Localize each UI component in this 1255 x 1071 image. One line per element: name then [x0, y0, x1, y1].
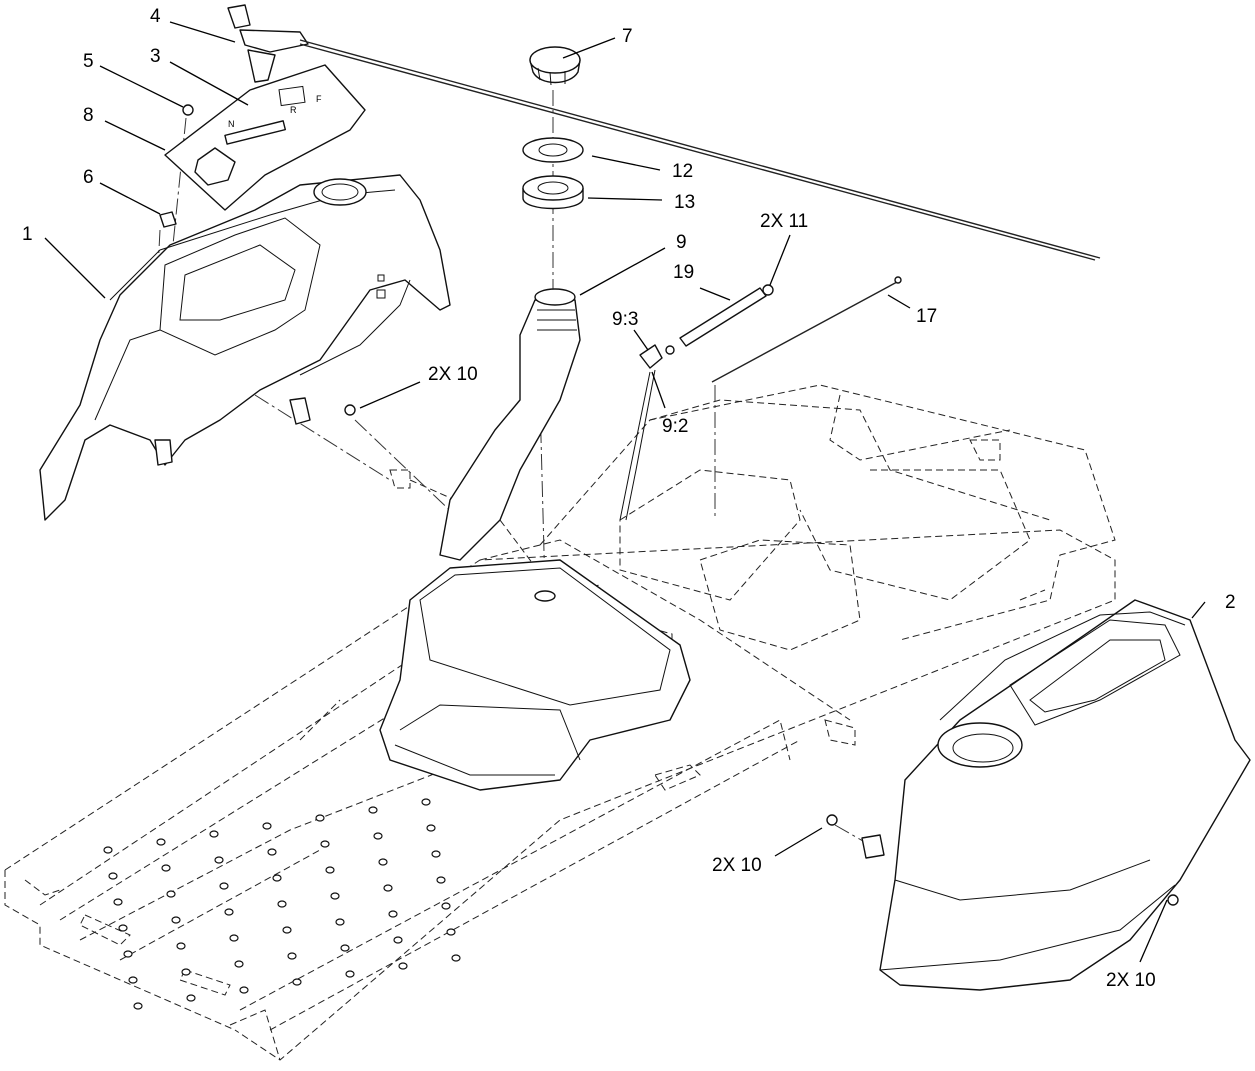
- callout-2x-10-rear: 2X 10: [1106, 970, 1156, 991]
- callout-4: 4: [150, 6, 161, 27]
- floor-hole: [156, 838, 166, 846]
- floor-hole: [103, 846, 113, 854]
- callout-2: 2: [1225, 592, 1236, 613]
- floor-hole: [368, 806, 378, 814]
- screw-part-10-upper: [344, 404, 356, 416]
- floor-hole: [451, 954, 461, 962]
- panel-marking-f: F: [316, 94, 322, 104]
- vent-fittings: [619, 276, 902, 521]
- hose-part-19: [679, 287, 767, 347]
- floor-hole: [441, 902, 451, 910]
- floor-hole: [292, 978, 302, 986]
- fuel-cap-part-7: [529, 46, 581, 86]
- floor-hole: [239, 986, 249, 994]
- floor-hole: [209, 830, 219, 838]
- floor-hole: [398, 962, 408, 970]
- fasteners: [159, 104, 1179, 906]
- gasket-part-12: [522, 137, 584, 163]
- callout-2x-11: 2X 11: [760, 211, 808, 232]
- floor-hole: [373, 832, 383, 840]
- floor-hole: [113, 898, 123, 906]
- screw-part-10-right: [826, 814, 838, 826]
- callout-8: 8: [83, 105, 94, 126]
- floor-hole: [108, 872, 118, 880]
- floor-hole: [340, 944, 350, 952]
- floor-hole: [287, 952, 297, 960]
- floor-pan-holes: [103, 798, 461, 1010]
- floor-hole: [345, 970, 355, 978]
- floor-hole: [214, 856, 224, 864]
- floor-hole: [325, 866, 335, 874]
- floor-hole: [388, 910, 398, 918]
- callout-9-2: 9:2: [662, 416, 688, 437]
- control-panel-part-3: N R F: [164, 64, 366, 211]
- floor-hole: [320, 840, 330, 848]
- floor-hole: [262, 822, 272, 830]
- fuel-tank-part-9: [379, 288, 691, 791]
- panel-marking-n: N: [228, 119, 235, 129]
- floor-hole: [166, 890, 176, 898]
- floor-hole: [133, 1002, 143, 1010]
- nut-part-6: [159, 211, 177, 228]
- floor-hole: [383, 884, 393, 892]
- callout-2x-10-right: 2X 10: [712, 855, 762, 876]
- floor-hole: [315, 814, 325, 822]
- floor-hole: [176, 942, 186, 950]
- seal-part-13: [522, 175, 584, 210]
- screw-part-5: [182, 104, 194, 116]
- floor-hole: [282, 926, 292, 934]
- right-fender-part-2: [861, 599, 1251, 991]
- callout-19: 19: [673, 262, 694, 283]
- floor-hole: [181, 968, 191, 976]
- lever-rod-part-4: [227, 4, 1101, 261]
- callout-3: 3: [150, 46, 161, 67]
- floor-hole: [421, 798, 431, 806]
- callout-9: 9: [676, 232, 687, 253]
- callout-13: 13: [674, 192, 695, 213]
- callout-labels: 1 2 3 4 5 6 7 8 9 12 13 17 19 2X 11 9:3 …: [22, 6, 1236, 991]
- floor-hole: [393, 936, 403, 944]
- floor-hole: [378, 858, 388, 866]
- floor-hole: [186, 994, 196, 1002]
- fitting-part-9-3: [639, 344, 663, 369]
- floor-hole: [272, 874, 282, 882]
- rod-part-17: [711, 281, 898, 383]
- floor-hole: [234, 960, 244, 968]
- floor-hole: [229, 934, 239, 942]
- clamp-part-11: [762, 284, 774, 296]
- callout-6: 6: [83, 167, 94, 188]
- callout-12: 12: [672, 161, 693, 182]
- left-fender-part-1: [39, 174, 451, 521]
- floor-hole: [267, 848, 277, 856]
- vent-hose-part-9-2: [619, 371, 651, 521]
- floor-hole: [219, 882, 229, 890]
- floor-hole: [426, 824, 436, 832]
- callout-7: 7: [622, 26, 633, 47]
- callout-5: 5: [83, 51, 94, 72]
- floor-hole: [431, 850, 441, 858]
- callout-9-3: 9:3: [612, 309, 638, 330]
- leader-lines: [44, 21, 1206, 963]
- floor-hole: [161, 864, 171, 872]
- floor-hole: [224, 908, 234, 916]
- screw-part-10-rear: [1167, 894, 1179, 906]
- floor-hole: [171, 916, 181, 924]
- floor-hole: [330, 892, 340, 900]
- floor-hole: [123, 950, 133, 958]
- callout-17: 17: [916, 306, 937, 327]
- panel-marking-r: R: [290, 105, 297, 115]
- callout-2x-10-upper: 2X 10: [428, 364, 478, 385]
- floor-hole: [128, 976, 138, 984]
- callout-1: 1: [22, 224, 33, 245]
- floor-hole: [118, 924, 128, 932]
- floor-hole: [335, 918, 345, 926]
- floor-hole: [446, 928, 456, 936]
- floor-hole: [436, 876, 446, 884]
- floor-hole: [277, 900, 287, 908]
